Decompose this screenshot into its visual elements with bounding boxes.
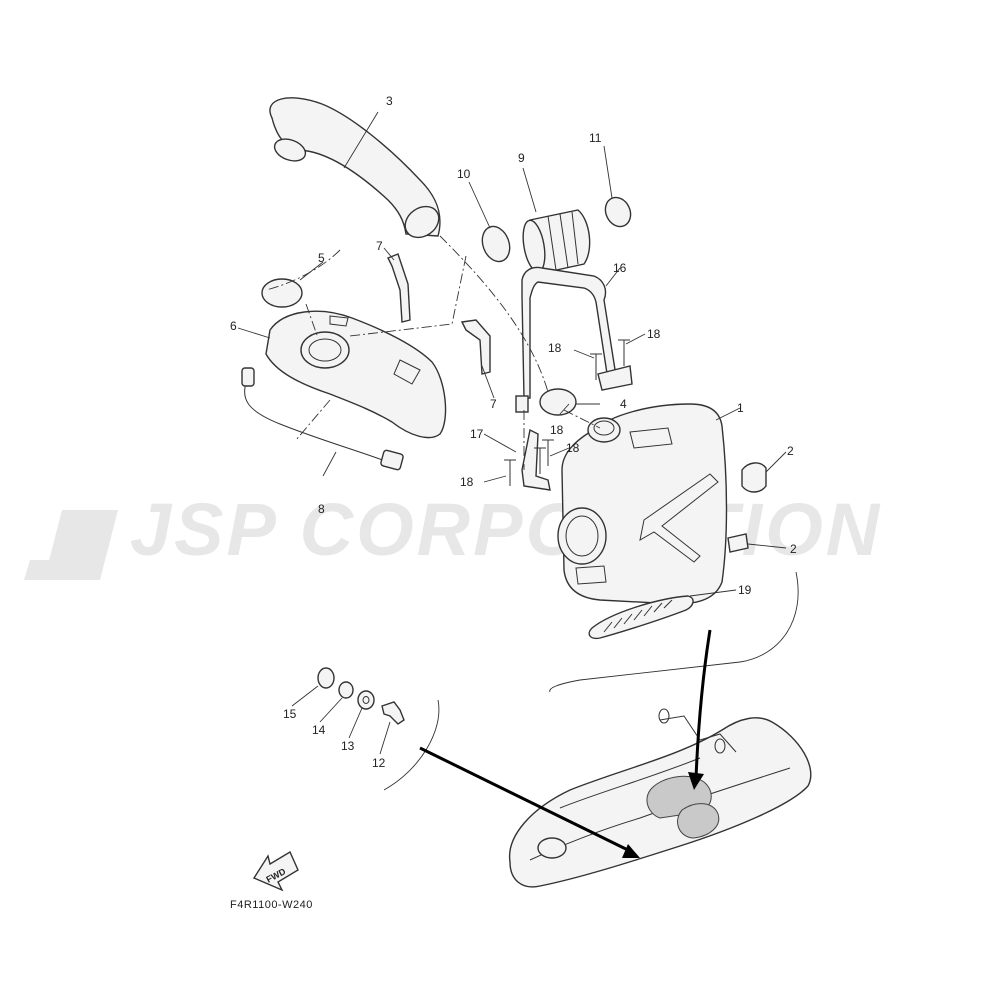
part-18-bolt-d xyxy=(534,447,546,474)
arrow-head-tank xyxy=(688,772,704,790)
callout-13: 13 xyxy=(341,739,355,753)
assembly-line-e xyxy=(295,399,331,441)
part-4-clamp xyxy=(539,388,577,416)
leader-lines xyxy=(237,111,787,755)
callout-12: 12 xyxy=(372,756,386,770)
callout-11: 11 xyxy=(589,131,602,145)
part-3-duct xyxy=(269,97,441,239)
assembly-line-f xyxy=(563,409,601,429)
part-9-sleeve xyxy=(522,209,591,275)
callout-17: 17 xyxy=(470,427,484,441)
part-12-plug xyxy=(381,701,405,725)
callout-8: 8 xyxy=(318,502,325,516)
callout-10: 10 xyxy=(457,167,471,181)
watermark-text: JSP CORPORATION xyxy=(130,488,882,571)
assembly-line-b xyxy=(305,303,319,339)
part-19-mat xyxy=(588,595,694,640)
arrow-to-plug-location xyxy=(419,746,633,854)
diagram-code: F4R1100-W240 xyxy=(230,899,313,911)
callout-18-upper-left: 18 xyxy=(548,341,562,355)
small-parts xyxy=(317,667,405,725)
fwd-direction-arrow: FWD xyxy=(252,850,299,892)
arrow-to-tank-location xyxy=(694,629,712,779)
watermark: JSP CORPORATION xyxy=(24,488,882,580)
part-8-hose xyxy=(241,367,404,471)
callout-1: 1 xyxy=(737,401,744,415)
part-18-bolt-b xyxy=(618,339,630,366)
callout-18-right: 18 xyxy=(566,441,580,455)
part-5-clamp xyxy=(261,278,303,308)
part-10-clamp xyxy=(481,225,511,263)
callout-7-lower: 7 xyxy=(490,397,497,411)
part-17-bracket xyxy=(521,428,551,491)
part-7-bracket-upper xyxy=(387,253,411,323)
callout-2-upper: 2 xyxy=(787,444,794,458)
part-7-bracket-lower xyxy=(460,319,491,375)
callout-6: 6 xyxy=(230,319,237,333)
callout-14: 14 xyxy=(312,723,326,737)
part-18-clip-upper xyxy=(597,365,633,391)
watermark-logo-icon xyxy=(24,510,118,580)
callout-18-middle: 18 xyxy=(550,423,564,437)
part-1-tank xyxy=(557,403,728,605)
callout-15: 15 xyxy=(283,707,297,721)
part-18-bolt-e xyxy=(542,439,554,466)
assembly-line-c xyxy=(439,235,549,393)
part-13-washer xyxy=(357,690,375,710)
callout-labels: 3 5 6 7 7 8 9 10 11 16 18 18 4 1 2 2 19 … xyxy=(230,94,797,770)
callout-18-upper-right: 18 xyxy=(647,327,661,341)
callout-19: 19 xyxy=(738,583,752,597)
callout-9: 9 xyxy=(518,151,525,165)
part-6-airbox xyxy=(265,310,447,439)
callout-7-upper: 7 xyxy=(376,239,383,253)
part-16-strap xyxy=(515,266,617,413)
part-14-spacer xyxy=(338,681,354,699)
part-18-bolt-a xyxy=(590,353,602,380)
assembly-line-a xyxy=(265,249,341,291)
detail-bracket-right xyxy=(549,571,799,693)
callout-18-left: 18 xyxy=(460,475,474,489)
part-2-pad-upper xyxy=(741,462,767,493)
callout-5: 5 xyxy=(318,251,325,265)
arrow-head-plug xyxy=(622,844,640,858)
callout-2-lower: 2 xyxy=(790,542,797,556)
callout-4: 4 xyxy=(620,397,627,411)
part-15-nut xyxy=(317,667,335,689)
callout-3: 3 xyxy=(386,94,393,108)
detail-bracket-left xyxy=(383,699,440,791)
part-11-clamp xyxy=(604,196,632,228)
watercraft-outline xyxy=(508,708,812,888)
part-2-pad-lower xyxy=(727,533,749,553)
assembly-line-d xyxy=(349,255,467,337)
part-18-bolt-c xyxy=(504,459,516,486)
callout-16: 16 xyxy=(613,261,627,275)
